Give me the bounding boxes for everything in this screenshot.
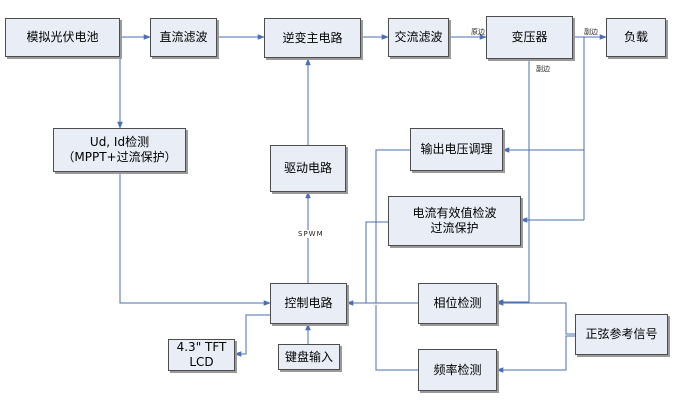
block-pv-simulator-label: 模拟光伏电池 xyxy=(26,30,99,44)
block-driver: 驱动电路 xyxy=(270,145,346,192)
block-rms-detect-line1: 电流有效值检波 xyxy=(412,206,497,220)
block-sine-reference: 正弦参考信号 xyxy=(575,314,668,355)
label-secondary-side-bottom: 副边 xyxy=(536,65,550,73)
block-keypad: 键盘输入 xyxy=(278,344,340,370)
block-dc-filter-label: 直流滤波 xyxy=(159,30,208,44)
block-output-voltage-reg: 输出电压调理 xyxy=(410,128,503,171)
wire-transformer-to-phase xyxy=(496,59,530,305)
block-inverter-main: 逆变主电路 xyxy=(264,18,361,58)
block-freq-detect: 频率检测 xyxy=(418,349,497,391)
block-keypad-label: 键盘输入 xyxy=(284,349,333,364)
block-inverter-main-label: 逆变主电路 xyxy=(282,30,343,45)
block-freq-detect-label: 频率检测 xyxy=(433,362,482,377)
block-ac-filter-label: 交流滤波 xyxy=(394,30,443,44)
wire-rms-to-control xyxy=(365,221,388,303)
block-rms-detect-line2: 过流保护 xyxy=(430,221,479,235)
block-dc-filter: 直流滤波 xyxy=(150,18,217,57)
block-transformer-label: 变压器 xyxy=(511,30,548,44)
wire-sine-to-phase xyxy=(496,300,575,335)
block-sine-reference-label: 正弦参考信号 xyxy=(585,327,658,341)
block-lcd: 4.3" TFT LCD xyxy=(168,339,235,371)
wire-sine-to-freq xyxy=(496,335,575,373)
label-spwm: SPWM xyxy=(296,230,326,238)
block-ac-filter: 交流滤波 xyxy=(388,18,449,57)
block-transformer: 变压器 xyxy=(486,16,573,59)
block-output-voltage-reg-label: 输出电压调理 xyxy=(420,142,493,156)
block-lcd-line1: 4.3" TFT xyxy=(176,340,227,354)
wire-outreg-to-control xyxy=(375,149,410,303)
wire-control-to-lcd xyxy=(234,314,270,357)
wire-freq-to-control xyxy=(375,305,418,371)
wire-udid-to-control xyxy=(119,172,271,306)
label-primary-side: 原边 xyxy=(471,28,485,36)
block-ud-id-detect-line2: （MPPT+过流保护） xyxy=(62,150,177,164)
block-lcd-line2: LCD xyxy=(189,355,214,369)
block-control: 控制电路 xyxy=(270,283,347,324)
block-rms-detect: 电流有效值检波 过流保护 xyxy=(388,196,521,246)
block-load-label: 负载 xyxy=(623,30,648,44)
block-ud-id-detect: Ud, Id检测 （MPPT+过流保护） xyxy=(53,128,186,172)
block-pv-simulator: 模拟光伏电池 xyxy=(5,18,120,57)
block-ud-id-detect-line1: Ud, Id检测 xyxy=(89,135,150,149)
block-phase-detect: 相位检测 xyxy=(418,283,497,324)
block-driver-label: 驱动电路 xyxy=(283,161,332,175)
block-load: 负载 xyxy=(606,18,666,57)
block-control-label: 控制电路 xyxy=(284,296,333,310)
block-phase-detect-label: 相位检测 xyxy=(433,296,482,310)
label-secondary-side-top: 副边 xyxy=(584,28,598,36)
